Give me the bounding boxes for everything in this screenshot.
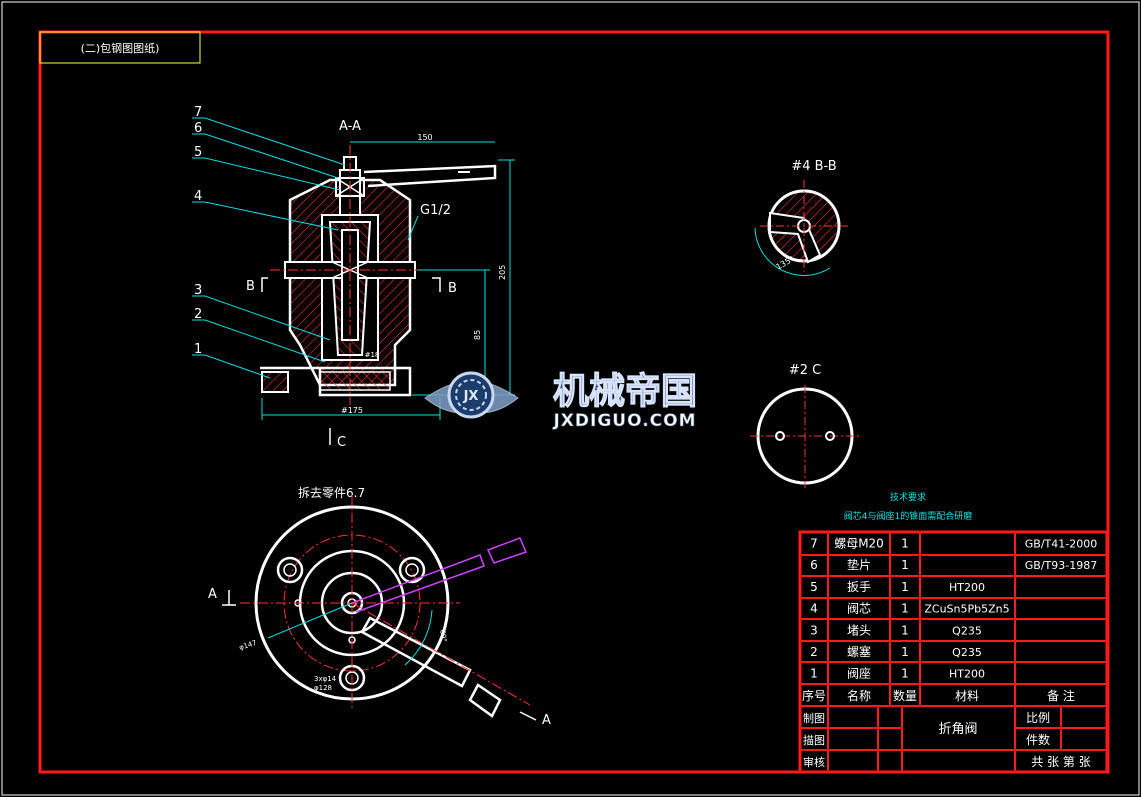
dim-plan-bolt: 3xφ14 (314, 675, 337, 683)
cell-note: GB/T93-1987 (1025, 559, 1097, 572)
balloon-6: 6 (194, 121, 202, 136)
c-title: #2 C (789, 363, 821, 378)
watermark-emblem: JX (463, 389, 479, 404)
cell-name: 垫片 (847, 557, 871, 572)
cut-b-left: B (246, 279, 255, 294)
cut-b-right: B (448, 281, 457, 296)
balloon-3: 3 (194, 283, 202, 298)
tb-drawing-name: 折角阀 (938, 722, 977, 737)
table-row: 5 扳手 1 HT200 (810, 580, 985, 594)
watermark: JX 机械帝国 JXDIGUO.COM (424, 370, 698, 431)
tb-count: 件数 (1026, 732, 1050, 747)
balloon-2: 2 (194, 307, 202, 322)
tb-scale: 比例 (1026, 711, 1050, 725)
cell-qty: 1 (901, 623, 909, 637)
dim-bore-dia: #18 (365, 351, 380, 359)
dim-base-dia: #175 (341, 406, 363, 415)
cell-qty: 1 (901, 558, 909, 572)
tb-sheets: 共 张 第 张 (1031, 755, 1090, 769)
drawing-frame (38, 30, 1110, 774)
table-row: 3 堵头 1 Q235 (810, 623, 982, 637)
top-label: (二)包钢图图纸) (81, 42, 160, 55)
cell-material: Q235 (952, 646, 982, 659)
dim-port-height: 85 (473, 330, 482, 340)
dim-plan-dia: φ147 (238, 639, 258, 652)
cut-c: C (337, 435, 346, 450)
cut-a-left: A (208, 587, 217, 602)
top-label-box: (二)包钢图图纸) (39, 31, 201, 64)
cell-no: 7 (810, 537, 818, 551)
dim-total-height: 205 (498, 265, 507, 280)
balloon-7: 7 (194, 105, 202, 120)
thread-label: G1/2 (420, 203, 451, 218)
cell-name: 堵头 (847, 623, 871, 637)
cell-no: 3 (810, 623, 818, 637)
cell-note: GB/T41-2000 (1025, 538, 1097, 551)
plan-handle (360, 616, 472, 688)
cell-name: 阀芯 (847, 602, 871, 616)
cell-no: 6 (810, 558, 818, 572)
view-bb: #4 B-B 135° (754, 159, 848, 276)
hdr-material: 材料 (955, 689, 979, 703)
cell-qty: 1 (901, 537, 909, 551)
handle (363, 164, 497, 188)
tb-checked: 审核 (803, 755, 825, 769)
table-row: 6 垫片 1 GB/T93-1987 (810, 557, 1097, 572)
watermark-brand: 机械帝国 (553, 371, 697, 412)
watermark-url: JXDIGUO.COM (552, 411, 696, 431)
hdr-qty: 数量 (893, 688, 917, 703)
cell-qty: 1 (901, 580, 909, 594)
table-row: 2 螺塞 1 Q235 (810, 644, 982, 659)
tb-traced: 描图 (803, 733, 825, 747)
cell-name: 螺母M20 (834, 537, 884, 551)
tb-drawn: 制图 (803, 712, 825, 725)
cell-no: 2 (810, 645, 818, 659)
notes-line1: 阀芯4与阀座1的锥面需配合研磨 (844, 510, 972, 522)
cell-no: 5 (810, 580, 818, 594)
plug (319, 371, 391, 391)
table-row: 4 阀芯 1 ZCuSn5Pb5Zn5 (810, 602, 1009, 616)
table-row: 7 螺母M20 1 GB/T41-2000 (810, 537, 1097, 551)
cell-qty: 1 (901, 645, 909, 659)
cell-name: 螺塞 (847, 644, 871, 659)
dim-plan-pcd: φ128 (314, 684, 332, 692)
bb-title: #4 B-B (791, 159, 836, 174)
cell-material: Q235 (952, 624, 982, 637)
cell-name: 阀座 (847, 666, 871, 681)
hdr-note: 备 注 (1047, 688, 1075, 703)
notes-title: 技术要求 (890, 491, 926, 503)
balloon-4: 4 (194, 189, 202, 204)
cell-qty: 1 (901, 602, 909, 616)
hdr-no: 序号 (802, 688, 826, 703)
cut-a-right: A (542, 713, 551, 728)
plan-title: 拆去零件6.7 (298, 485, 365, 500)
cell-no: 1 (810, 667, 818, 681)
leader-lines (192, 117, 346, 379)
base-flange (260, 366, 412, 397)
hdr-name: 名称 (847, 688, 871, 703)
cell-qty: 1 (901, 667, 909, 681)
balloon-1: 1 (194, 342, 202, 357)
cell-name: 扳手 (847, 580, 871, 594)
balloon-5: 5 (194, 145, 202, 160)
plan-view: 拆去零件6.7 A A φ147 3xφ14 φ1 (208, 485, 551, 728)
dim-plan-angle: 60° (438, 629, 448, 643)
cell-material: HT200 (949, 581, 985, 594)
cell-material: ZCuSn5Pb5Zn5 (924, 603, 1009, 616)
cell-no: 4 (810, 602, 818, 616)
section-title: A-A (339, 119, 361, 134)
view-c: #2 C (750, 363, 860, 488)
dim-bb-angle: 135° (775, 254, 796, 271)
cell-material: HT200 (949, 668, 985, 681)
table-row: 1 阀座 1 HT200 (810, 666, 985, 681)
dim-handle: 150 (417, 133, 432, 142)
section-view-aa: A-A 150 205 85 (192, 105, 515, 450)
